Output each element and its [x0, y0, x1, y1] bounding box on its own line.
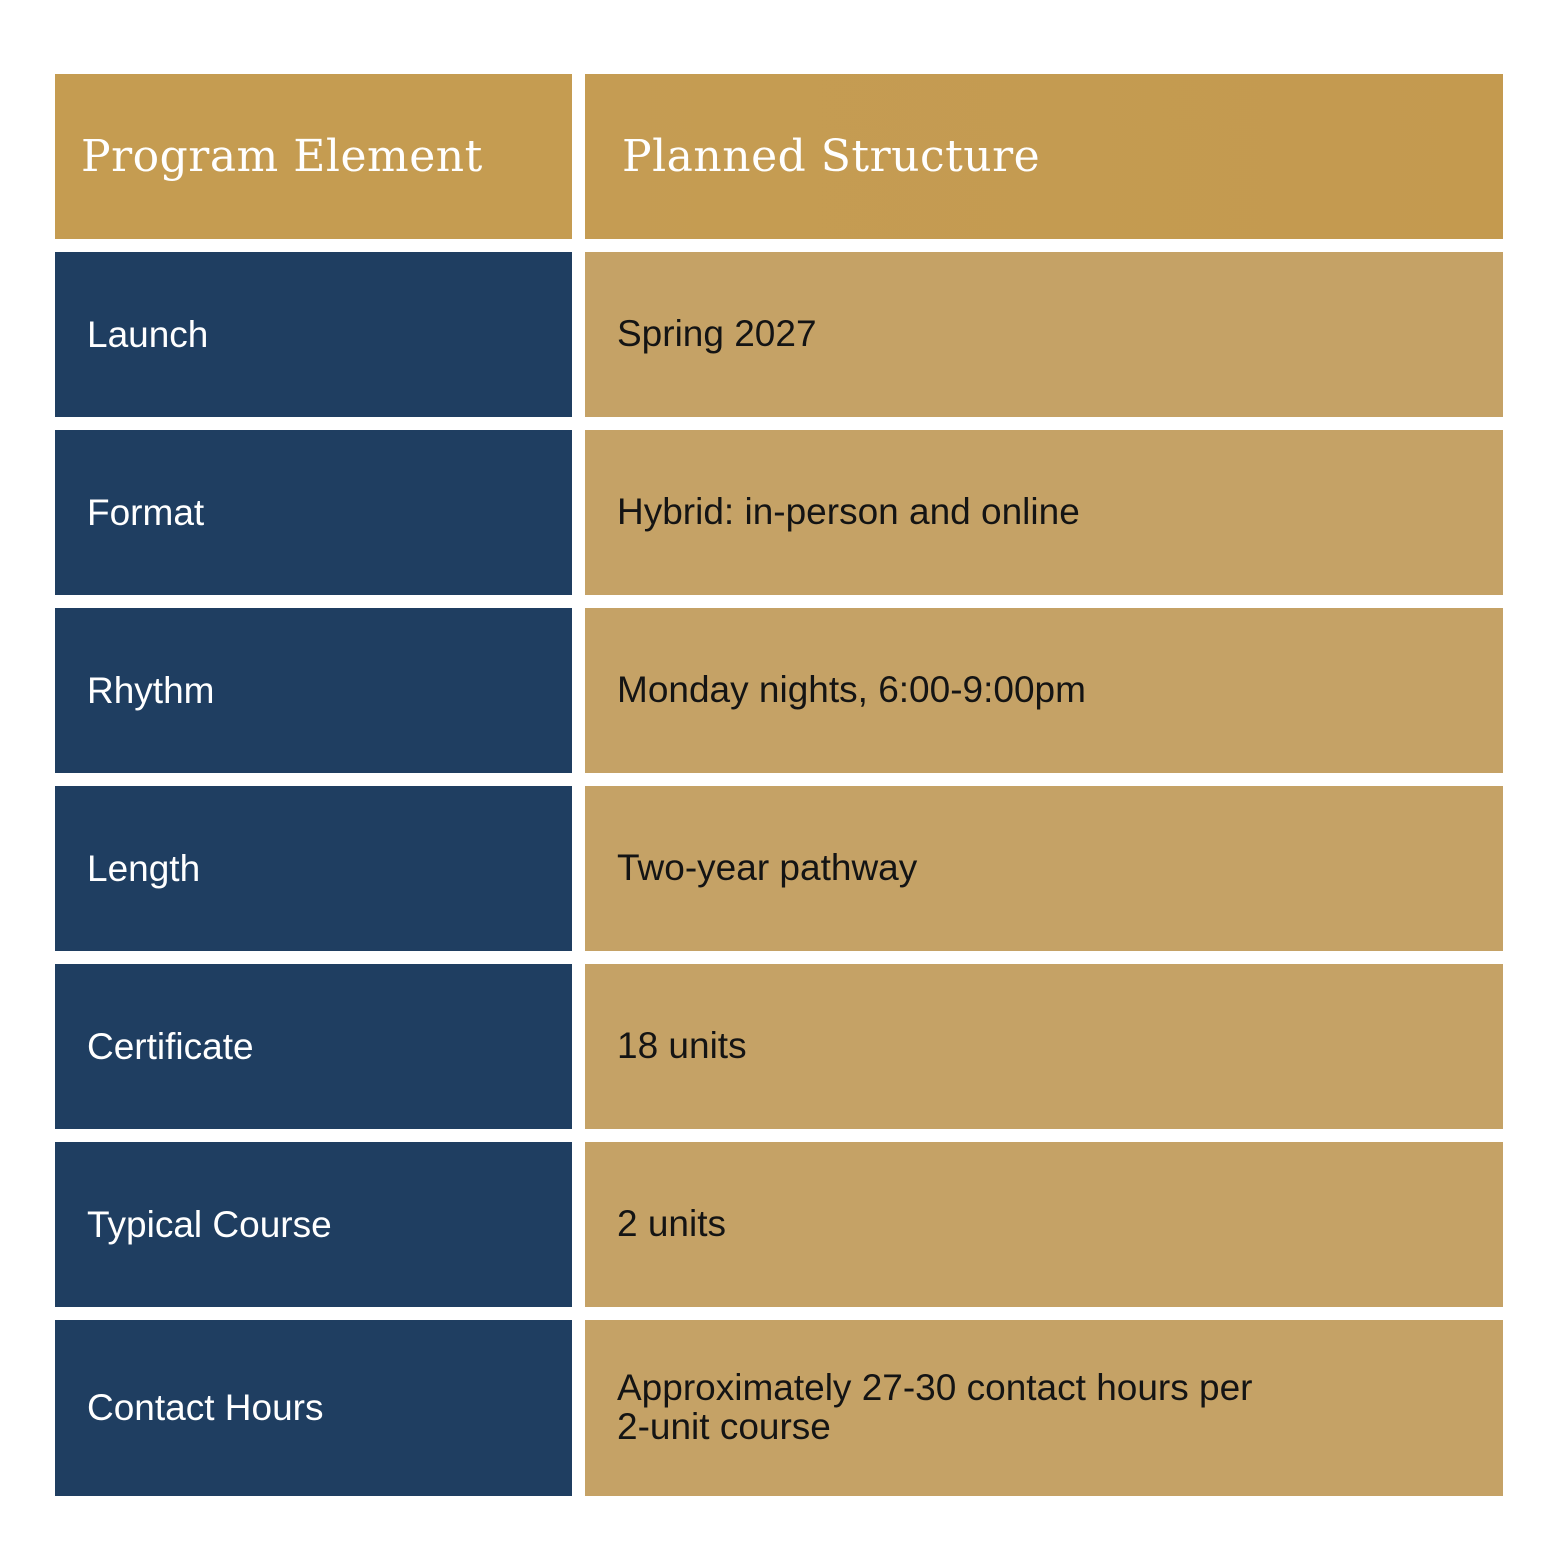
row-value-certificate: 18 units [585, 964, 1503, 1129]
row-value-contact-hours: Approximately 27-30 contact hours per 2-… [585, 1320, 1503, 1496]
program-structure-table: Program Element Planned Structure Launch… [55, 74, 1504, 1496]
row-label-certificate: Certificate [55, 964, 572, 1129]
row-label-contact-hours: Contact Hours [55, 1320, 572, 1496]
row-value-rhythm: Monday nights, 6:00-9:00pm [585, 608, 1503, 773]
row-label-typical-course: Typical Course [55, 1142, 572, 1307]
row-value-typical-course: 2 units [585, 1142, 1503, 1307]
row-label-launch: Launch [55, 252, 572, 417]
row-value-format: Hybrid: in-person and online [585, 430, 1503, 595]
row-label-length: Length [55, 786, 572, 951]
row-label-rhythm: Rhythm [55, 608, 572, 773]
row-value-launch: Spring 2027 [585, 252, 1503, 417]
header-program-element: Program Element [55, 74, 572, 239]
header-planned-structure: Planned Structure [585, 74, 1503, 239]
row-label-format: Format [55, 430, 572, 595]
row-value-length: Two-year pathway [585, 786, 1503, 951]
